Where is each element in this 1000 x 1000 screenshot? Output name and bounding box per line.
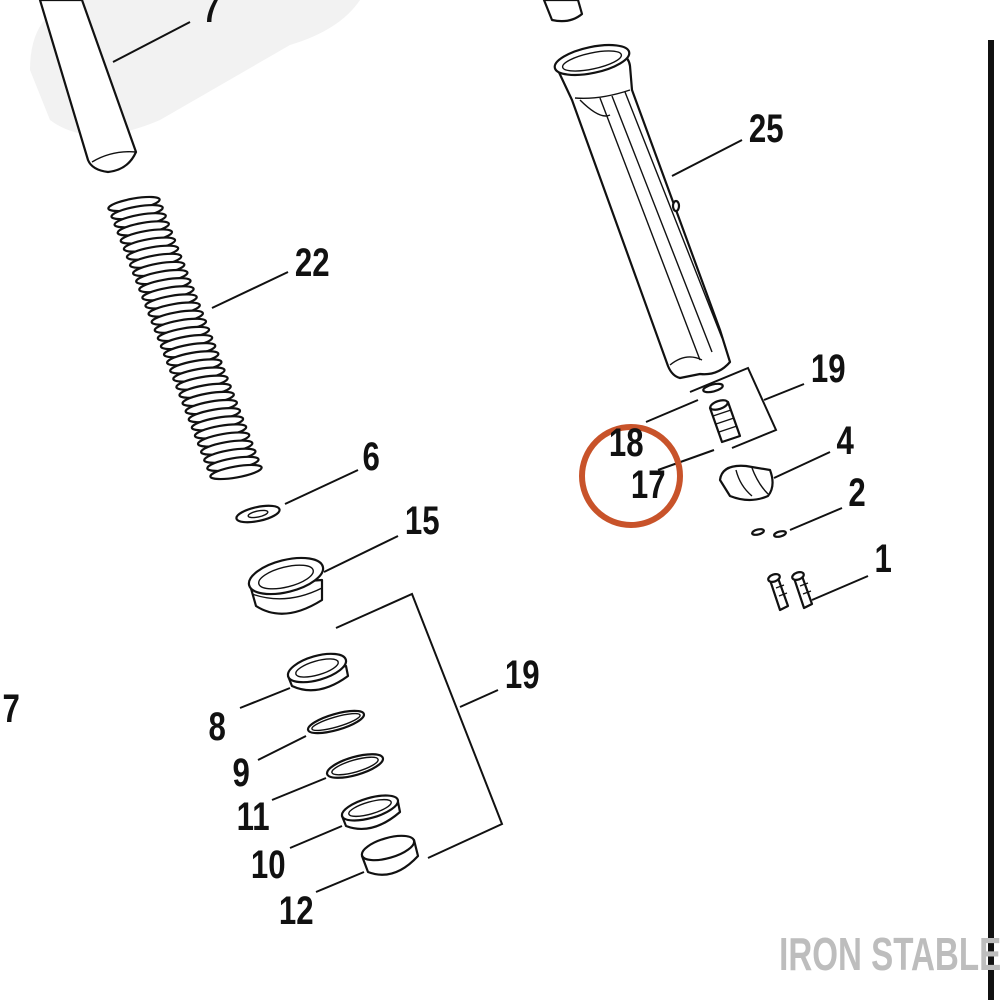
leader-22 <box>211 271 289 309</box>
bracket-19-bottom <box>335 592 504 859</box>
retaining-clip-part <box>306 709 366 735</box>
washer-part <box>235 504 281 524</box>
label-18: 18 <box>609 420 644 465</box>
leader-19-bottom <box>459 689 499 708</box>
slider-bushing-part <box>340 794 402 830</box>
label-1: 1 <box>874 536 891 581</box>
axle-clamp-part <box>718 464 774 502</box>
label-17: 17 <box>631 462 666 507</box>
label-8: 8 <box>208 704 225 749</box>
top-bushing-part <box>542 0 584 23</box>
leader-18 <box>645 399 699 423</box>
leader-6 <box>284 469 359 505</box>
label-11: 11 <box>237 794 270 839</box>
clamp-bolts-part <box>767 571 814 612</box>
fork-spring-part <box>107 195 263 481</box>
label-25: 25 <box>749 106 784 151</box>
label-7-top: 7 <box>202 0 219 31</box>
leader-10 <box>289 825 343 849</box>
label-9: 9 <box>232 750 249 795</box>
label-6: 6 <box>362 434 379 479</box>
bracket-19-right <box>689 366 778 449</box>
label-4: 4 <box>836 418 853 463</box>
leader-7-top <box>112 21 191 63</box>
label-12: 12 <box>279 888 314 933</box>
fork-slider-part <box>553 43 732 380</box>
label-15: 15 <box>405 498 440 543</box>
brand-watermark: IRON STABLE <box>779 930 1000 980</box>
highlight-circle <box>579 424 683 528</box>
oil-seal-part <box>286 652 350 692</box>
seal-washer-part <box>325 753 385 779</box>
leader-19-right <box>763 383 805 401</box>
tube-bushing-part <box>360 834 420 876</box>
leader-8 <box>239 687 291 709</box>
leader-1 <box>811 575 869 601</box>
leader-2 <box>789 507 843 531</box>
leader-15 <box>323 535 399 573</box>
fork-tube-part <box>38 0 138 174</box>
dust-seal-part <box>247 556 325 615</box>
label-19-right: 19 <box>811 346 846 391</box>
label-7-left: 7 <box>2 686 19 731</box>
leader-25 <box>671 139 743 177</box>
leader-4 <box>773 451 831 479</box>
leader-11 <box>271 777 327 801</box>
leader-17 <box>657 449 715 471</box>
label-19-bottom: 19 <box>505 652 540 697</box>
leader-12 <box>315 871 365 893</box>
leader-9 <box>257 735 307 761</box>
label-2: 2 <box>848 470 865 515</box>
drain-bolt-part <box>708 399 742 444</box>
label-10: 10 <box>251 842 286 887</box>
washers-part <box>751 528 787 538</box>
label-22: 22 <box>295 240 330 285</box>
o-ring-part <box>702 382 724 394</box>
spring-coil <box>209 463 263 481</box>
